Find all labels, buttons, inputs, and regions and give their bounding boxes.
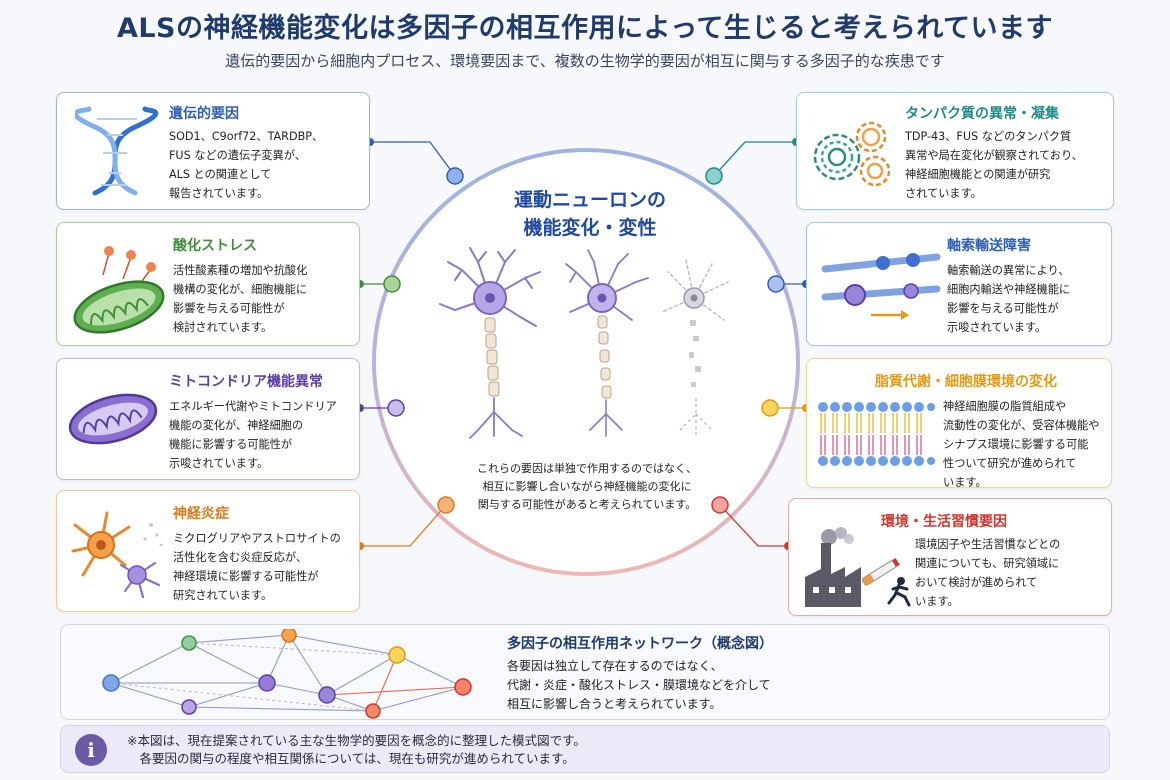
protein-aggregate-icon xyxy=(813,121,891,187)
factor-card-protein: タンパク質の異常・凝集 TDP-43、FUS などのタンパク質 異常や局在変化が… xyxy=(796,92,1114,210)
footnote-panel: i ※本図は、現在提案されている主な生物学的要因を概念的に整理した模式図です。 … xyxy=(60,725,1110,773)
factor-text: エネルギー代謝やミトコンドリア 機能の変化が、神経細胞の 機能に影響する可能性が… xyxy=(169,400,337,470)
neuron-degenerated-icon xyxy=(661,259,729,436)
factor-card-axonal: 軸索輸送障害 軸索輸送の異常により、 細胞内輸送や神経機能に 影響を与える可能性… xyxy=(806,222,1112,346)
factor-title: 遺伝的要因 xyxy=(169,106,239,122)
factor-text: TDP-43、FUS などのタンパク質 異常や局在変化が観察されており、 神経細… xyxy=(905,130,1083,200)
factor-text: 活性酸素種の増加や抗酸化 機構の変化が、細胞機能に 影響を与える可能性が 検討さ… xyxy=(173,264,308,334)
factor-title: ミトコンドリア機能異常 xyxy=(169,374,323,390)
neuron-healthy-icon xyxy=(439,247,541,439)
factor-card-environment: 環境・生活習慣要因 環境因子や生活習慣などとの 関連についても、研究領域に おい… xyxy=(788,498,1112,616)
network-panel: 多因子の相互作用ネットワーク（概念図） 各要因は独立して存在するのではなく、 代… xyxy=(60,624,1110,720)
factory-icon xyxy=(805,527,911,607)
factor-title: 軸索輸送障害 xyxy=(947,238,1031,254)
dna-icon xyxy=(75,106,159,196)
info-icon: i xyxy=(75,734,107,766)
axon-transport-icon xyxy=(821,253,941,320)
factor-title: 神経炎症 xyxy=(173,506,229,522)
factor-text: 神経細胞膜の脂質組成や 流動性の変化が、受容体機能や シナプス環境に影響する可能… xyxy=(943,400,1100,489)
network-title: 多因子の相互作用ネットワーク（概念図） xyxy=(507,636,773,652)
factor-text: ミクログリアやアストロサイトの 活性化を含む炎症反応が、 神経環境に影響する可能… xyxy=(173,532,341,602)
central-note: これらの要因は単独で作用するのではなく、 相互に影響し合いながら神経機能の変化に… xyxy=(477,462,697,511)
factor-title: 酸化ストレス xyxy=(173,238,257,254)
network-text: 各要因は独立して存在するのではなく、 代謝・炎症・酸化ストレス・膜環境などを介し… xyxy=(507,659,771,711)
factor-card-mitochondria: ミトコンドリア機能異常 エネルギー代謝やミトコンドリア 機能の変化が、神経細胞の… xyxy=(56,358,360,480)
factor-card-genetic: 遺伝的要因 SOD1、C9orf72、TARDBP、 FUS などの遺伝子変異が… xyxy=(56,92,370,210)
factor-title: 環境・生活習慣要因 xyxy=(881,514,1007,530)
factor-card-lipid: 脂質代謝・細胞膜環境の変化 神経細胞膜の脂質組成や 流動性の変化が、受容体機能や… xyxy=(806,358,1112,489)
factor-title: 脂質代謝・細胞膜環境の変化 xyxy=(875,374,1057,390)
factor-card-oxidative: 酸化ストレス 活性酸素種の増加や抗酸化 機構の変化が、細胞機能に 影響を与える可… xyxy=(56,222,360,346)
page-title: ALSの神経機能変化は多因子の相互作用によって生じると考えられています xyxy=(116,13,1054,44)
factor-text: 環境因子や生活習慣などとの 関連についても、研究領域に おいて検討が進められて … xyxy=(915,538,1061,608)
mitochondria-icon xyxy=(73,246,165,334)
glia-icon xyxy=(71,511,163,599)
network-diagram-icon xyxy=(102,629,472,719)
footnote-text: ※本図は、現在提案されている主な生物学的要因を概念的に整理した模式図です。 各要… xyxy=(127,733,586,766)
membrane-icon xyxy=(818,402,935,466)
factor-card-inflammation: 神経炎症 ミクログリアやアストロサイトの 活性化を含む炎症反応が、 神経環境に影… xyxy=(56,490,360,612)
page-subtitle: 遺伝的要因から細胞内プロセス、環境要因まで、複数の生物学的要因が相互に関与する多… xyxy=(225,52,945,70)
mitochondria-icon xyxy=(68,393,158,445)
central-title: 運動ニューロンの 機能変化・変性 xyxy=(513,189,666,239)
factor-title: タンパク質の異常・凝集 xyxy=(905,106,1059,122)
factor-text: 軸索輸送の異常により、 細胞内輸送や神経機能に 影響を与える可能性が 示唆されて… xyxy=(947,264,1071,334)
neuron-affected-icon xyxy=(565,249,649,437)
factor-text: SOD1、C9orf72、TARDBP、 FUS などの遺伝子変異が、 ALS … xyxy=(169,130,324,200)
